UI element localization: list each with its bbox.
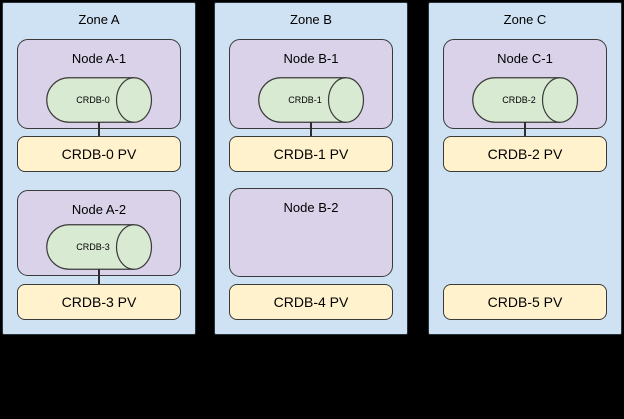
node-box: Node B-2 <box>229 188 393 277</box>
node-label: Node A-1 <box>71 51 127 66</box>
pv-box: CRDB-0 PV <box>17 136 181 172</box>
pv-label: CRDB-3 PV <box>61 294 137 310</box>
pv-box: CRDB-2 PV <box>443 136 607 172</box>
database-cylinder-icon: CRDB-1 <box>258 77 365 123</box>
pv-label: CRDB-4 PV <box>273 294 349 310</box>
zone-c: Zone C Node C-1 CRDB-2 CRDB-2 PV CRDB-5 … <box>428 2 622 335</box>
cylinder-label: CRDB-0 <box>76 95 110 105</box>
pv-box: CRDB-4 PV <box>229 284 393 320</box>
database-cylinder-icon: CRDB-2 <box>472 77 579 123</box>
pv-label: CRDB-1 PV <box>273 146 349 162</box>
cylinder-label: CRDB-3 <box>76 242 110 252</box>
database-cylinder-icon: CRDB-3 <box>46 224 153 270</box>
pv-label: CRDB-0 PV <box>61 146 137 162</box>
pv-label: CRDB-5 PV <box>487 294 563 310</box>
zone-title: Zone A <box>78 12 120 27</box>
database-cylinder-icon: CRDB-0 <box>46 77 153 123</box>
connector-line <box>524 122 526 137</box>
node-label: Node C-1 <box>497 51 553 66</box>
pv-box: CRDB-3 PV <box>17 284 181 320</box>
node-label: Node B-1 <box>283 51 339 66</box>
node-label: Node B-2 <box>283 200 339 215</box>
cylinder-label: CRDB-2 <box>502 95 536 105</box>
zone-title: Zone C <box>503 12 547 27</box>
zone-b: Zone B Node B-1 CRDB-1 CRDB-1 PV Node B-… <box>214 2 408 335</box>
pv-box: CRDB-1 PV <box>229 136 393 172</box>
pv-label: CRDB-2 PV <box>487 146 563 162</box>
pv-box: CRDB-5 PV <box>443 284 607 320</box>
cylinder-label: CRDB-1 <box>288 95 322 105</box>
zone-title: Zone B <box>290 12 332 27</box>
connector-line <box>310 122 312 137</box>
node-label: Node A-2 <box>71 202 127 217</box>
zone-a: Zone A Node A-1 CRDB-0 CRDB-0 PV Node A-… <box>2 2 196 335</box>
connector-line <box>98 122 100 137</box>
connector-line <box>98 269 100 285</box>
